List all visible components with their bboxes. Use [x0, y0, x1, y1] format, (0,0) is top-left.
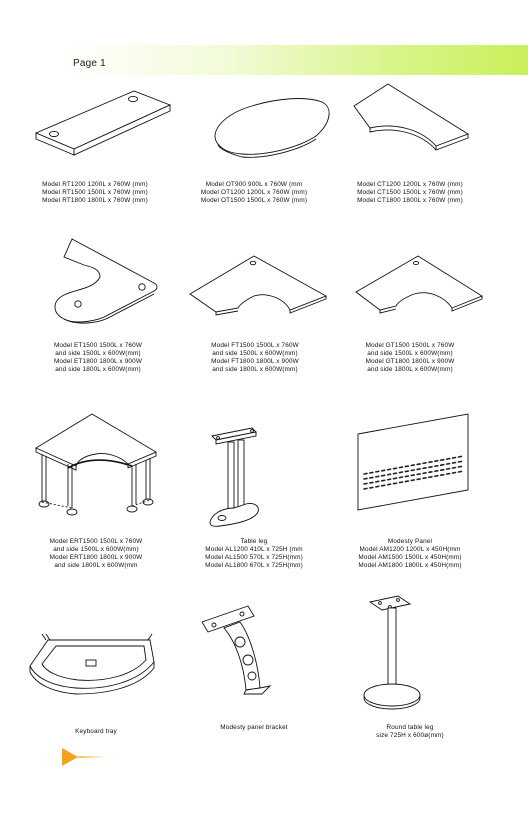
footer-arrow-icon — [62, 748, 78, 766]
footer-rule — [78, 756, 108, 758]
product-bracket-caption: Modesty panel bracket — [220, 724, 288, 731]
product-ot-illustration — [198, 92, 338, 162]
product-keyboard-illustration — [26, 632, 156, 695]
product-tableleg-illustration — [206, 426, 266, 530]
product-ct-illustration — [352, 82, 482, 162]
product-gt-illustration — [352, 252, 487, 314]
product-bracket-illustration — [200, 602, 282, 695]
page-label: Page 1 — [73, 58, 106, 69]
product-rt-illustration — [30, 85, 180, 165]
product-ct-caption: Model CT1200 1200L x 760W (mm)Model CT15… — [357, 181, 463, 204]
product-rt-caption: Model RT1200 1200L x 760W (mm)Model RT15… — [42, 181, 148, 204]
product-keyboard-caption: Keyboard tray — [75, 728, 117, 735]
product-modesty-illustration — [356, 412, 476, 512]
product-ft-illustration — [186, 250, 331, 316]
product-roundleg-illustration — [360, 594, 430, 712]
header-band — [62, 45, 528, 75]
product-ert-illustration — [32, 408, 160, 520]
product-et-illustration — [42, 233, 172, 328]
